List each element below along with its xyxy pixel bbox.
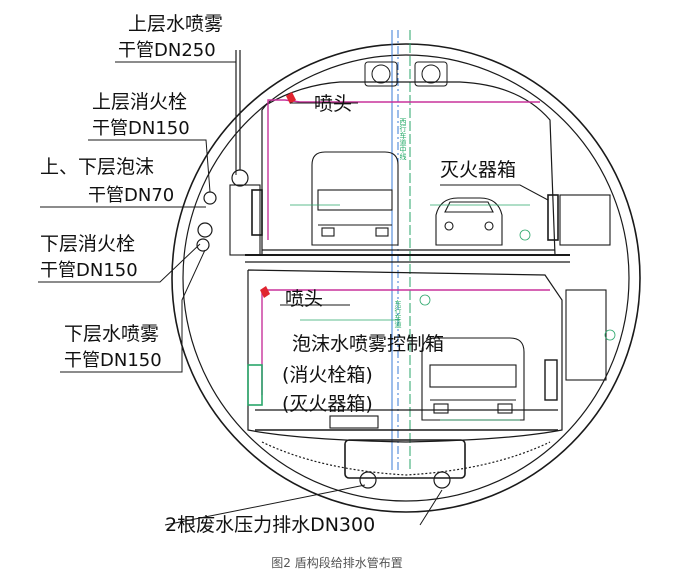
foam-label-1: 上、下层泡沫 xyxy=(40,156,154,178)
lower-hydrant-label-1: 下层消火栓 xyxy=(40,233,135,255)
leader-lines xyxy=(38,61,549,526)
lower-nozzle-label: 喷头 xyxy=(285,288,323,310)
upper-mist-label-1: 上层水喷雾 xyxy=(128,13,223,35)
drain-pipes-label: 2根废水压力排水DN300 xyxy=(165,514,375,536)
upper-deck xyxy=(245,81,570,263)
extinguisher-box-label: 灭火器箱 xyxy=(440,159,516,181)
centerline-note: 西行车道中线 xyxy=(399,118,407,160)
upper-hydrant-label-2: 干管DN150 xyxy=(92,118,190,139)
upper-fans xyxy=(364,61,448,87)
control-box-label-2: (消火栓箱) xyxy=(282,364,373,386)
lower-vehicle xyxy=(329,337,525,429)
lower-hydrant-label-2: 干管DN150 xyxy=(40,260,138,281)
lower-mist-label-1: 下层水喷雾 xyxy=(64,323,159,345)
dimension-lines xyxy=(290,204,616,421)
upper-mist-label-2: 干管DN250 xyxy=(118,40,216,61)
lower-mist-label-2: 干管DN150 xyxy=(64,350,162,371)
figure-caption: 图2 盾构段给排水管布置 xyxy=(271,555,402,570)
lower-deck xyxy=(247,269,563,443)
drain-chamber xyxy=(261,439,551,489)
foam-label-2: 干管DN70 xyxy=(88,185,174,206)
mist-pipes xyxy=(261,99,550,395)
upper-hydrant-label-1: 上层消火栓 xyxy=(92,91,187,113)
nozzle-markers xyxy=(260,92,296,298)
control-box-label-3: (灭火器箱) xyxy=(282,393,373,415)
lower-centerline-note: 东行车道 xyxy=(394,299,402,329)
control-box-label-1: 泡沫水喷雾控制箱 xyxy=(292,333,444,355)
tunnel-ring xyxy=(171,43,641,513)
upper-nozzle-label: 喷头 xyxy=(314,93,352,115)
side-boxes xyxy=(229,184,611,406)
